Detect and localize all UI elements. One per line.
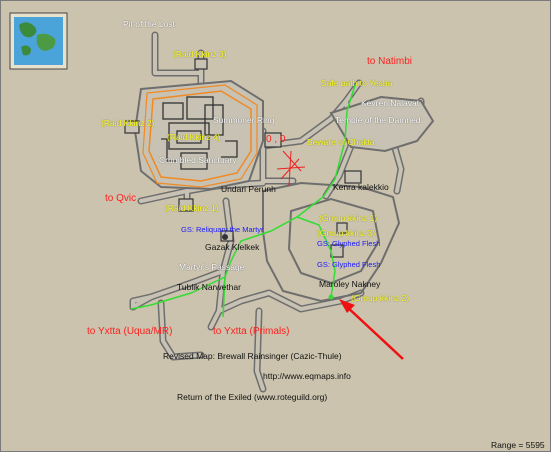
label-gs-glyphed-flesh-1: GS: Glyphed Flesh [317,239,381,248]
label-gazak-klelkek: Gazak Klelkek [205,242,260,252]
label-raid-kkinz-3: (Raid Kkinz 3) [173,49,227,59]
label-to-yxtta-uqua: to Yxtta (Uqua/MR) [87,326,173,337]
small-structures [124,58,362,258]
label-to-yxtta-primals: to Yxtta (Primals) [213,326,290,337]
label-range: Range = 5595 [491,440,545,450]
cave-rooms [133,79,435,303]
summoner-ring-outline-outer [142,84,258,188]
label-gs-glyphed-flesh-2: GS: Glyphed Flesh [317,260,381,269]
label-revised-map: Revised Map: Brewall Rainsinger (Cazic-T… [163,351,342,361]
label-martyrs-passage: Martyr's Passage [179,262,245,272]
label-summoner-ring: Summoner Ring [213,115,275,125]
label-kenra-kalekkio: Kenra kalekkio [333,182,389,192]
label-temple-of-the-damned: Temple of the Damned [335,115,421,125]
label-to-natimbi: to Natimbi [367,56,413,67]
label-maroley-nakney: Maroley Nakney [319,279,381,289]
label-group-kkinz-3: (Group kkinz 3) [317,228,376,238]
label-to-qvic: to Qvic [105,193,137,204]
label-raid-kkinz-2: (Raid Kkinz 2) [101,118,155,128]
label-pit-of-the-lost: Pit of the Lost [123,19,175,29]
nodes [222,234,334,300]
label-eqmaps-url: http://www.eqmaps.info [263,371,351,381]
label-undari-perunh: Undari Perunh [221,184,276,194]
label-return-of-the-exiled: Return of the Exiled (www.roteguild.org) [177,392,328,402]
label-gs-reliquary: GS: Reliquary the Martyr [181,225,264,234]
label-group-kkinz-2: (Group kkinz 2) [351,293,410,303]
label-raid-kkinz-1: (Raid Kkinz 1) [165,203,219,213]
label-beware-of-chakta: Beware of Chakta [307,137,375,147]
label-raid-kkinz-4: (Raid Kkinz 4) [167,132,221,142]
red-arrow-icon [339,299,404,360]
label-group-kkinz-1: (Group kkinz 1) [319,213,378,223]
maze-structure [161,96,238,170]
safe-path [130,84,356,318]
label-crumbled-sanctuary: Crumbled Sanctuary [159,155,237,165]
label-tublik-narwethar: Tublik Narwethar [177,282,241,292]
summoner-ring-outline [148,90,252,182]
label-origin-coords: 0 , 0 [266,134,286,145]
label-kevren-nalavat: Kevren Nalavat [361,98,420,108]
origin-marker [276,150,306,187]
label-safe-path: Safe path to Yesha [321,78,393,88]
world-minimap-icon [9,12,68,70]
